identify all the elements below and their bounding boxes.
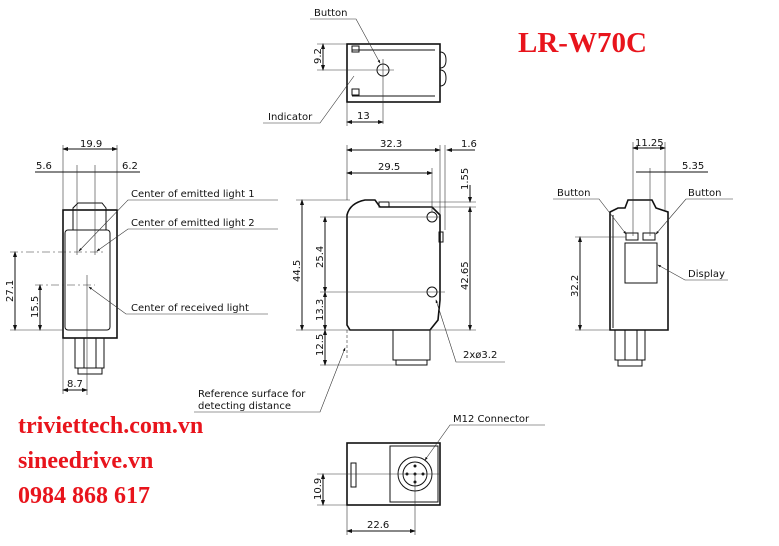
front-view: 32.3 1.6 29.5 1.55 42.65 44.5 25.4 13.3 … — [194, 139, 505, 413]
label-received-light: Center of received light — [131, 303, 249, 314]
dimension-label: 29.5 — [378, 162, 400, 173]
label-emitted-light-2: Center of emitted light 2 — [131, 218, 255, 229]
dimension-label: 27.1 — [5, 280, 16, 302]
dim-13: 13 — [357, 111, 370, 122]
dimension-label: 5.6 — [36, 161, 52, 172]
dimension-label: detecting distance — [198, 401, 291, 412]
label-reference-surface: Reference surface for — [198, 389, 306, 400]
dimension-label: 15.5 — [30, 296, 41, 318]
dim-9-2: 9.2 — [313, 48, 324, 64]
label-holes: 2xø3.2 — [463, 350, 497, 361]
dimension-label: 10.9 — [313, 478, 324, 500]
dimension-label: 1.6 — [461, 139, 477, 150]
label-indicator: Indicator — [268, 112, 313, 123]
dimension-label: 44.5 — [292, 260, 303, 282]
dimension-label: 11.25 — [635, 138, 664, 149]
contact-site-2: sineedrive.vn — [18, 448, 153, 474]
label-display: Display — [688, 269, 725, 280]
dimension-label: 6.2 — [122, 161, 138, 172]
dimension-label: 8.7 — [67, 379, 83, 390]
label-button-left: Button — [557, 188, 591, 199]
dimension-label: 1.55 — [460, 168, 471, 190]
left-view: 19.9 5.6 6.2 27.1 15.5 8.7 Center of emi… — [5, 139, 278, 395]
dimension-label: 12.5 — [315, 334, 326, 356]
bottom-view: 10.9 22.6 M12 Connector — [313, 414, 545, 535]
dimension-label: 13.3 — [315, 299, 326, 321]
model-title: LR-W70C — [518, 27, 647, 59]
label-button: Button — [314, 8, 348, 19]
top-view: 9.2 Button Indicator 13 — [263, 8, 447, 126]
dimension-label: 19.9 — [80, 139, 102, 150]
display-icon — [624, 242, 658, 284]
contact-phone: 0984 868 617 — [18, 483, 150, 509]
label-button-right: Button — [688, 188, 722, 199]
dimension-label: 25.4 — [315, 246, 326, 268]
dimension-label: 32.3 — [380, 139, 402, 150]
contact-site-1: triviettech.com.vn — [18, 413, 203, 439]
dimension-label: 42.65 — [460, 261, 471, 290]
dimension-label: 22.6 — [367, 520, 389, 531]
label-m12-connector: M12 Connector — [453, 414, 530, 425]
right-view: 11.25 5.35 Button Button Display 32.2 — [553, 138, 733, 367]
dimension-label: 32.2 — [570, 275, 581, 297]
label-emitted-light-1: Center of emitted light 1 — [131, 189, 255, 200]
dimension-label: 5.35 — [682, 161, 704, 172]
